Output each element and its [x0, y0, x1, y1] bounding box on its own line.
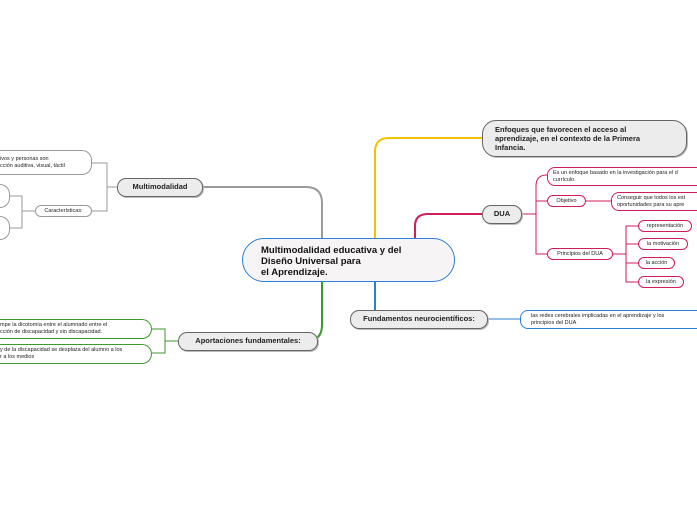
principio-item[interactable]: representación	[638, 220, 692, 232]
dua-label: DUA	[493, 209, 511, 218]
aportacion-item-line1: mpe la dicotomía entre el alumnado entre…	[0, 322, 108, 328]
aportaciones-label: Aportaciones fundamentales:	[195, 336, 301, 345]
principio-item[interactable]: la acción	[638, 257, 675, 269]
multimodalidad-topic[interactable]: Multimodalidad	[117, 178, 203, 197]
fundamentos-text[interactable]: las redes cerebrales implicadas en el ap…	[520, 310, 697, 329]
aportacion-item-line2: r a los medios	[0, 353, 35, 360]
caracteristicas-node[interactable]: Características:	[35, 205, 92, 217]
principio-item[interactable]: la motivación	[638, 238, 688, 250]
principio-item-label: la expresión	[646, 279, 676, 285]
dua-principios[interactable]: Principios del DUA	[547, 248, 613, 260]
fundamentos-topic[interactable]: Fundamentos neurocientíficos:	[350, 310, 488, 329]
caracteristicas-label: Características:	[44, 208, 83, 214]
aportaciones-topic[interactable]: Aportaciones fundamentales:	[178, 332, 318, 351]
central-topic-line2: Diseño Universal para	[261, 256, 361, 267]
dua-objetivo-text[interactable]: Conseguir que todos los est oportunidade…	[611, 192, 697, 211]
enfoques-line2: aprendizaje, en el contexto de la Primer…	[495, 134, 641, 143]
central-topic[interactable]: Multimodalidad educativa y del Diseño Un…	[242, 238, 455, 282]
multimodalidad-description[interactable]: ivos y personas son cción auditiva, visu…	[0, 150, 92, 175]
enfoques-line3: Infancia.	[495, 143, 526, 152]
enfoques-line1: Enfoques que favorecen el acceso al	[495, 125, 627, 134]
dua-definition[interactable]: Es un enfoque basado en la investigación…	[547, 167, 697, 186]
dua-definition-line1: Es un enfoque basado en la investigación…	[553, 170, 678, 176]
fundamentos-text-line2: principios del DUA	[531, 319, 577, 326]
multimodalidad-label: Multimodalidad	[132, 182, 188, 191]
aportacion-item-line1: y de la discapacidad se desplaza del alu…	[0, 347, 123, 353]
fundamentos-text-line1: las redes cerebrales implicadas en el ap…	[531, 313, 665, 319]
principio-item-label: la motivación	[646, 241, 680, 247]
principio-item[interactable]: la expresión	[638, 276, 684, 288]
dua-principios-label: Principios del DUA	[557, 251, 603, 257]
dua-objetivo[interactable]: Objetivo	[547, 195, 586, 207]
multimodalidad-description-line2: cción auditiva, visual, táctil	[0, 162, 65, 169]
dua-objetivo-text-line2: oportunidades para su apre	[617, 201, 685, 208]
fundamentos-label: Fundamentos neurocientíficos:	[363, 314, 475, 323]
dua-topic[interactable]: DUA	[482, 205, 522, 224]
central-topic-line1: Multimodalidad educativa y del	[261, 245, 402, 256]
principio-item-label: representación	[646, 223, 684, 229]
aportacion-item[interactable]: mpe la dicotomía entre el alumnado entre…	[0, 319, 152, 339]
enfoques-topic[interactable]: Enfoques que favorecen el acceso al apre…	[482, 120, 687, 157]
multimodalidad-description-line1: ivos y personas son	[0, 156, 49, 162]
dua-objetivo-text-line1: Conseguir que todos los est	[617, 195, 686, 201]
central-topic-line3: el Aprendizaje.	[261, 267, 328, 278]
principio-item-label: la acción	[645, 260, 668, 266]
dua-objetivo-label: Objetivo	[556, 198, 577, 204]
aportacion-item-line2: cción de discapacidad y sin discapacidad…	[0, 328, 103, 335]
aportacion-item[interactable]: y de la discapacidad se desplaza del alu…	[0, 344, 152, 364]
dua-definition-line2: currículo.	[553, 176, 576, 183]
